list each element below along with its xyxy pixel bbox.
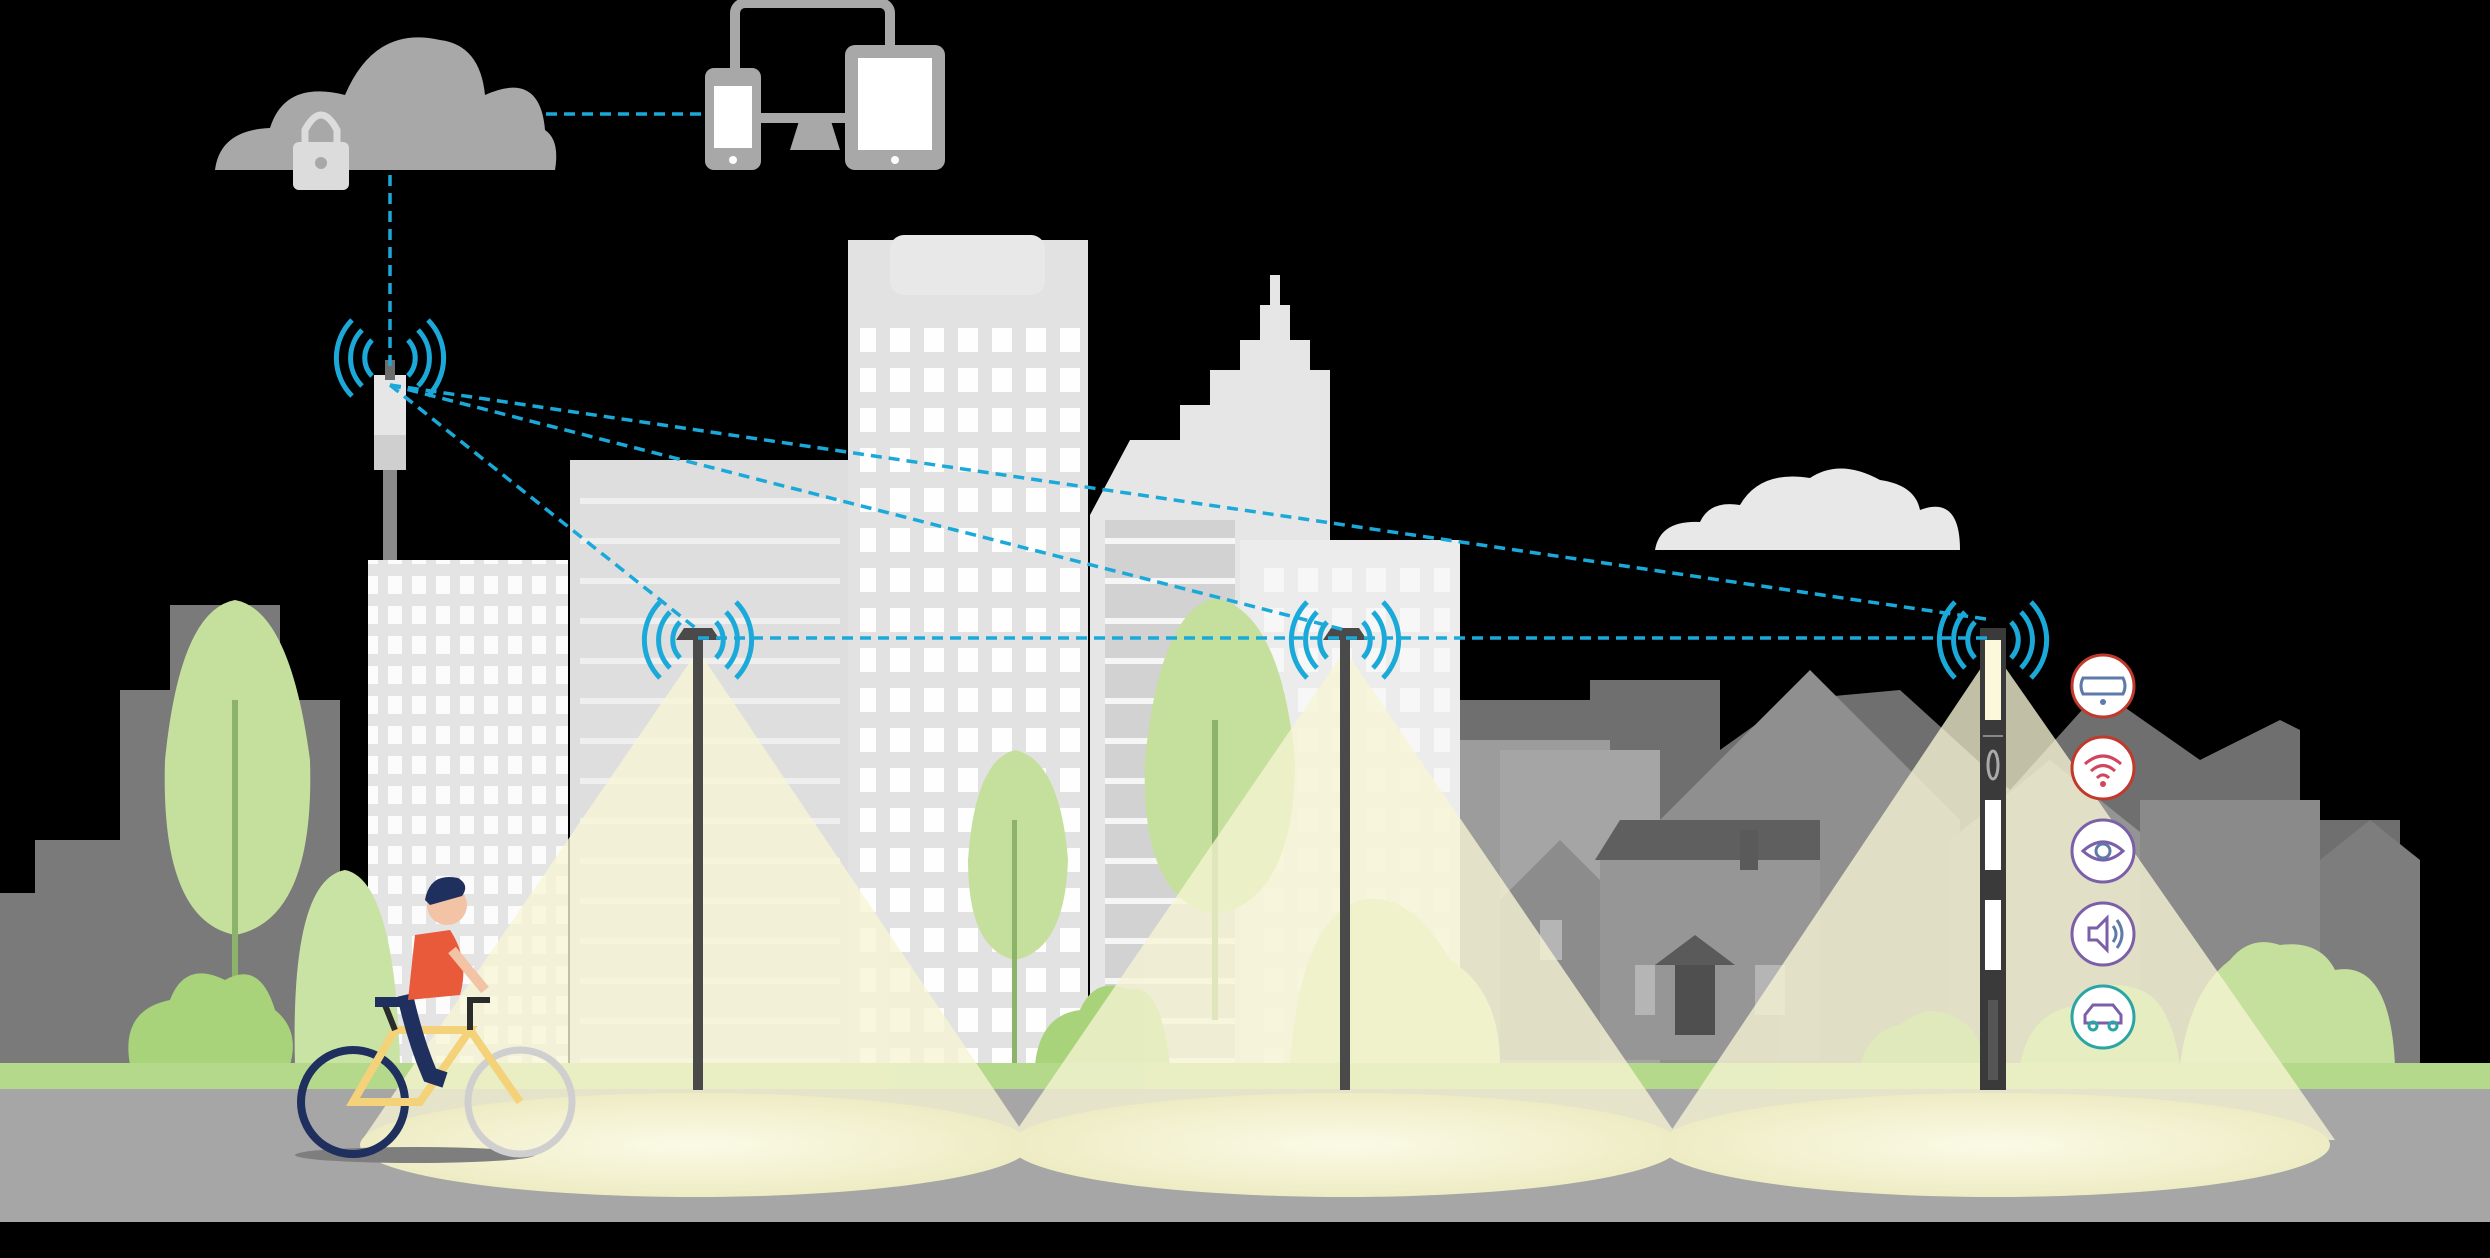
eye-icon — [2072, 820, 2134, 882]
speaker-icon — [2072, 903, 2134, 965]
camera-icon — [2072, 655, 2134, 717]
wifi-icon — [2072, 737, 2134, 799]
light-pools — [360, 1093, 2330, 1197]
smart-pole — [1980, 628, 2006, 1090]
car-icon — [2072, 986, 2134, 1048]
